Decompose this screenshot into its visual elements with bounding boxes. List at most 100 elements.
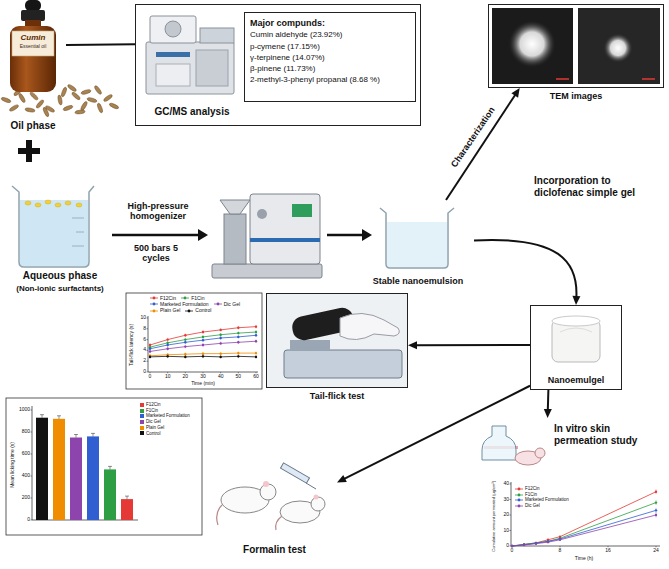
connector-line	[66, 43, 135, 46]
error-bar	[74, 434, 78, 435]
legend-item: Plain Gel	[140, 425, 200, 431]
axis-title-holder: Mean licking time (s)	[9, 441, 15, 488]
cumin-seeds-part	[67, 84, 77, 93]
formalin-panel: Formalin test	[212, 455, 337, 565]
legend-text: Dic Gel	[224, 301, 240, 307]
data-line	[150, 356, 256, 358]
connector-line	[474, 240, 576, 297]
cumin-seeds-part	[80, 101, 88, 111]
error-bar	[127, 496, 128, 499]
legend-text: Plain Gel	[146, 425, 164, 431]
legend-marker-dot	[184, 297, 187, 300]
nanoemulsion-beaker-part	[387, 222, 447, 267]
tick-mark	[510, 484, 512, 485]
error-bar	[150, 350, 151, 354]
legend-marker	[150, 296, 158, 300]
data-point	[547, 540, 549, 542]
error-bar	[150, 354, 151, 358]
error-bar	[167, 355, 168, 359]
cumin-seeds-part	[94, 85, 103, 95]
error-bar	[185, 333, 186, 337]
data-point	[535, 542, 537, 544]
bar	[87, 436, 99, 520]
axis-title: Time (min)	[191, 380, 215, 386]
data-line	[150, 332, 256, 347]
chart-legend: F12CinF1CinMarketed FormulationDic GelPl…	[150, 295, 260, 314]
cumin-seeds-part	[103, 94, 113, 103]
legend-item: Dic Gel	[515, 503, 577, 509]
error-bar	[91, 433, 95, 434]
legend-swatch	[140, 420, 144, 424]
tem-micrograph	[492, 8, 660, 84]
legend-marker-line	[150, 298, 158, 299]
figure-caption: (Non-ionic surfactants)	[16, 284, 104, 293]
formalin-illustration-part	[281, 463, 310, 483]
gcms-instrument-part	[200, 28, 234, 43]
data-point	[655, 501, 657, 503]
figure-caption: Stable nanoemulsion	[373, 276, 464, 286]
tick-label-holder: 16	[605, 548, 612, 554]
tail-flick-photo-part	[340, 313, 399, 339]
aqueous-beaker-part-part	[72, 246, 84, 247]
tick-label: 0	[149, 373, 152, 379]
error-bar	[256, 339, 257, 343]
bar	[104, 469, 116, 520]
aqueous-beaker-part-part	[72, 218, 84, 219]
tick-label-holder: 40	[498, 481, 509, 487]
edge-label: Characterization	[449, 105, 497, 169]
data-point	[535, 542, 537, 544]
aqueous-beaker-part-part	[76, 232, 84, 233]
tick-label: 600	[22, 450, 30, 456]
compound-text: Cumin aldehyde (23.92%)	[250, 30, 410, 39]
tick-mark	[147, 350, 149, 351]
error-bar	[656, 500, 657, 505]
legend-swatch	[140, 431, 144, 435]
data-point	[202, 352, 204, 354]
error-bar	[203, 335, 204, 339]
error-bar	[256, 325, 257, 329]
data-point	[184, 345, 186, 347]
process-arrow-part	[112, 234, 199, 237]
tick-label-holder: 600	[15, 451, 30, 457]
formalin-illustration-part	[314, 495, 319, 500]
error-bar	[185, 355, 186, 359]
error-bar	[203, 355, 204, 359]
legend-item: F1Cin	[515, 492, 577, 498]
legend-swatch	[140, 426, 144, 430]
legend-marker-dot	[216, 303, 219, 306]
arrow-label: High-pressure homogenizer	[127, 201, 188, 221]
tick-mark	[510, 546, 512, 547]
legend-marker-dot	[518, 499, 521, 502]
data-point	[523, 544, 525, 546]
tail-flick-photo-part	[290, 340, 330, 350]
cumin-seeds-part	[71, 91, 81, 100]
legend-text: Dic Gel	[146, 419, 161, 425]
tick-label: 800	[22, 428, 30, 434]
process-arrow-part	[198, 229, 208, 241]
axis-title-holder: Tail-flick latency (s)	[129, 323, 135, 367]
connector	[446, 88, 520, 200]
data-line	[512, 510, 656, 546]
aqueous-beaker-part	[25, 200, 82, 207]
legend-marker	[150, 309, 158, 313]
data-point	[219, 352, 221, 354]
plus-sign-part	[18, 148, 40, 154]
gcms-instrument-part	[156, 52, 190, 57]
data-point	[655, 509, 657, 511]
error-bar	[167, 347, 168, 351]
tick-mark	[147, 372, 149, 373]
tick-label: 20	[183, 373, 189, 379]
panel-caption: In vitro skin permeation study	[554, 423, 637, 446]
data-point	[184, 338, 186, 340]
panel-caption-holder: Formalin test	[212, 544, 337, 556]
legend-text: Control	[146, 431, 161, 437]
figure-caption-holder: Aqueous phase	[0, 270, 120, 282]
gcms-instrument-part	[146, 42, 234, 94]
cumin-seeds-part	[18, 93, 26, 103]
aqueous-beaker-part	[20, 200, 88, 266]
data-point	[219, 356, 221, 358]
connector-line	[547, 390, 550, 410]
error-bar	[220, 352, 221, 356]
aqueous-beaker-part	[12, 186, 94, 267]
tick-label: 0	[143, 368, 146, 374]
